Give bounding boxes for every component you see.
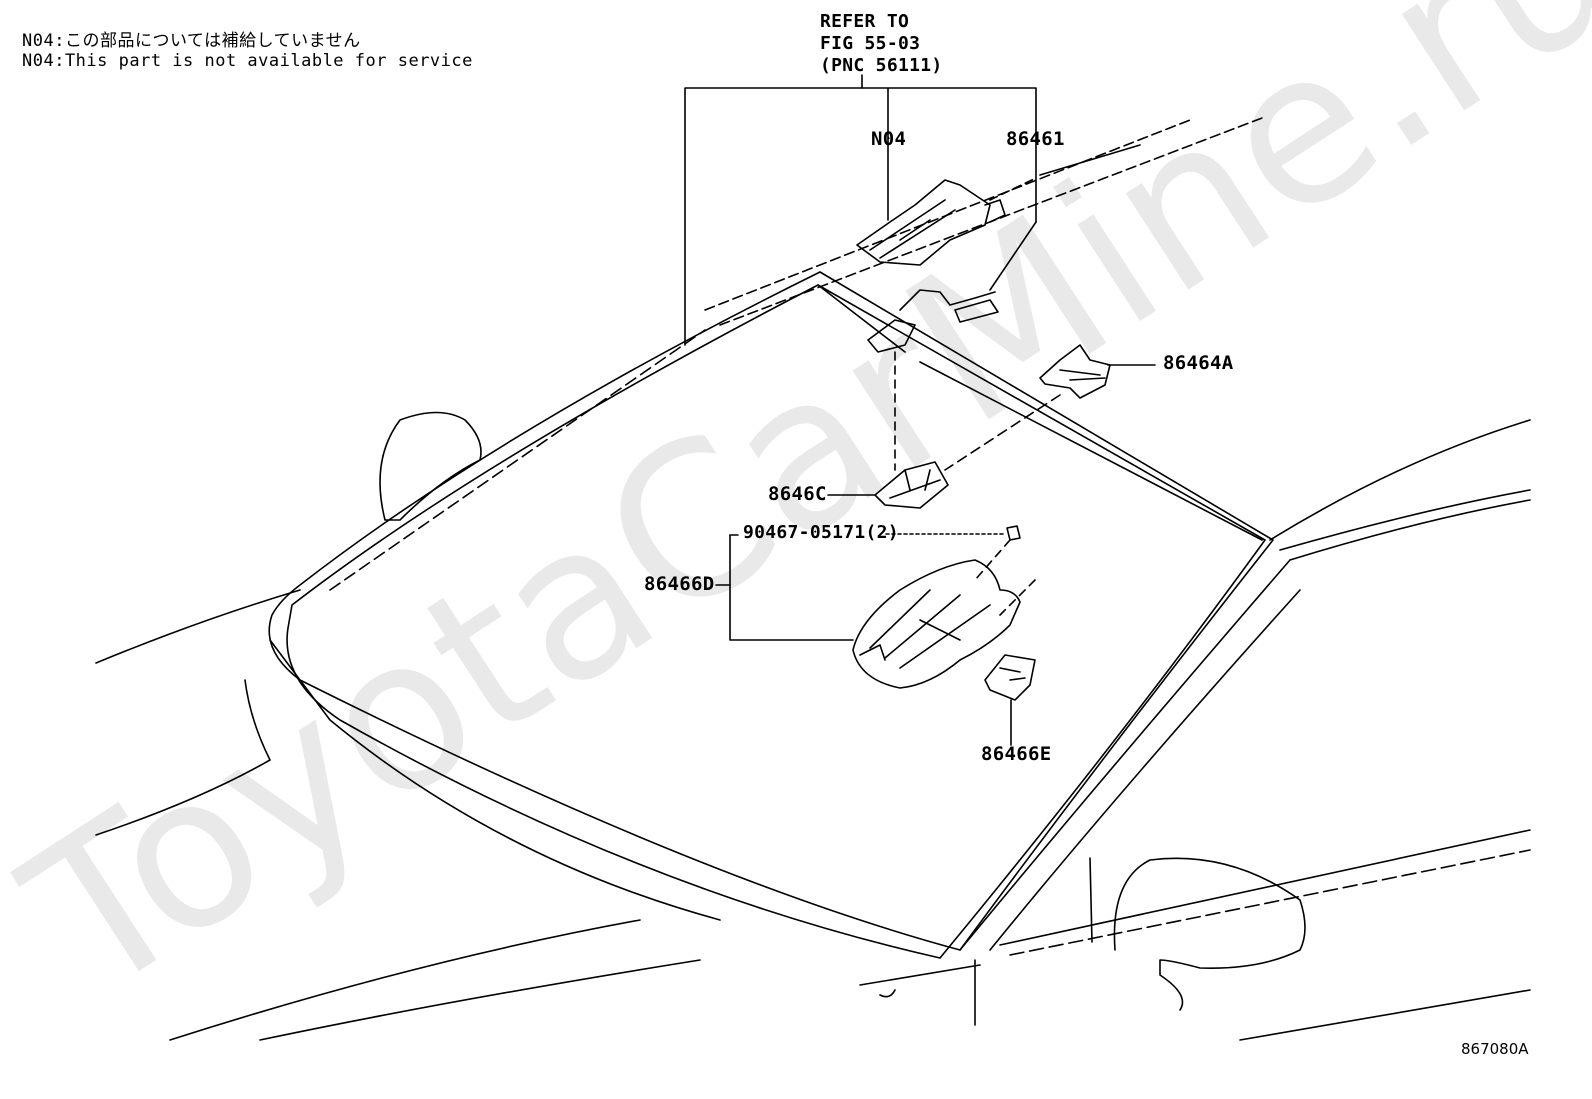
callout-86461[interactable]: 86461 <box>1006 128 1065 150</box>
diagram-code: 867080A <box>1461 1040 1529 1058</box>
callout-86466d[interactable]: 86466D <box>644 573 715 595</box>
callout-90467[interactable]: 90467-05171(2) <box>743 522 899 543</box>
callout-n04[interactable]: N04 <box>871 128 907 150</box>
refer-line-1: REFER TO <box>820 11 910 32</box>
callout-8646c[interactable]: 8646C <box>768 483 827 505</box>
refer-line-3[interactable]: (PNC 56111) <box>820 55 943 76</box>
refer-line-2: FIG 55-03 <box>820 33 921 54</box>
callout-86466e[interactable]: 86466E <box>981 743 1052 765</box>
callout-86464a[interactable]: 86464A <box>1163 352 1234 374</box>
note-english: N04:This part is not available for servi… <box>22 51 473 71</box>
note-japanese: N04:この部品については補給していません <box>22 31 361 51</box>
